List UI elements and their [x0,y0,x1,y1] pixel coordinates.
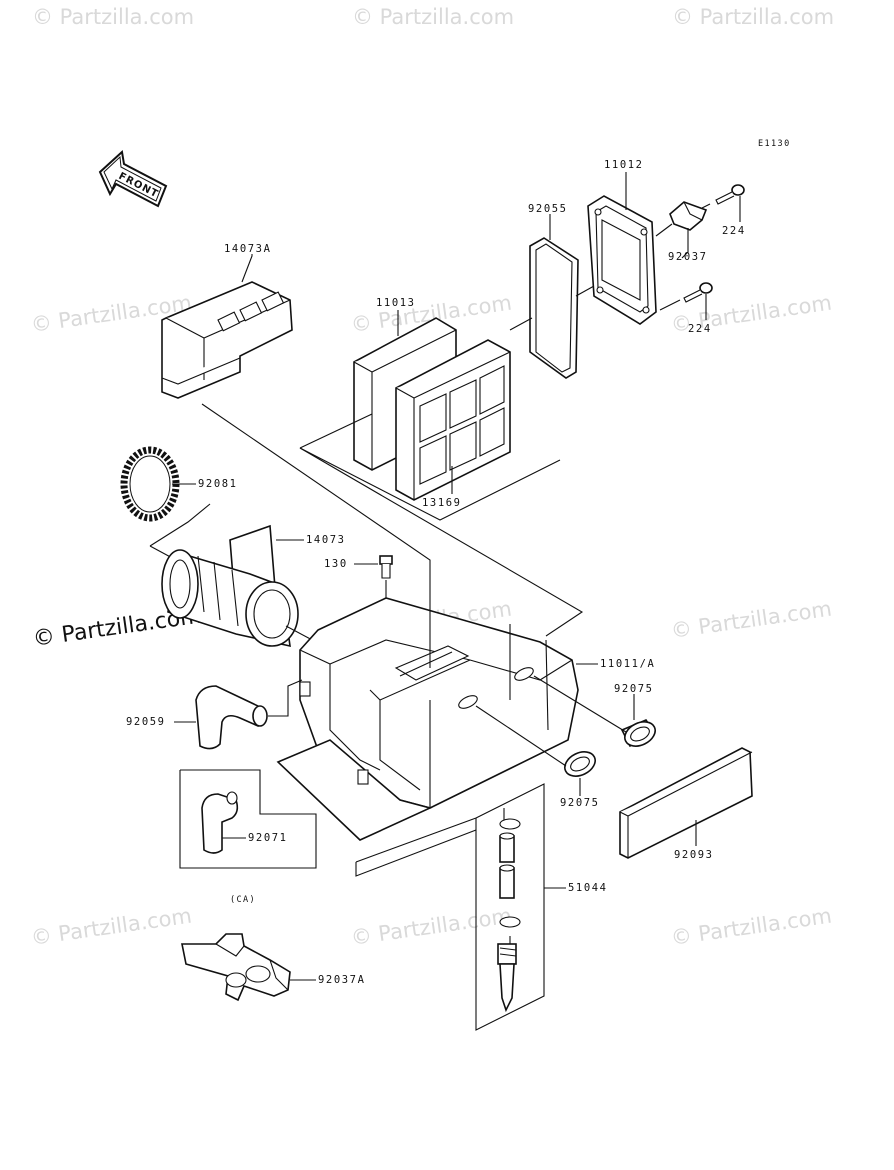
part-label-92075-right: 92075 [614,683,654,695]
part-label-ca: (CA) [230,895,256,905]
part-label-14073: 14073 [306,534,346,546]
screw-224-lower [683,282,713,303]
watermark: © Partzilla.com [32,5,194,29]
part-label-224-upper: 224 [722,225,746,237]
part-label-11012: 11012 [604,159,644,171]
watermark: © Partzilla.com [672,5,834,29]
part-label-13169: 13169 [422,497,462,509]
plate-92093 [619,747,753,859]
part-label-130: 130 [324,558,348,570]
bolt-130 [379,555,393,579]
cover-11012 [587,195,657,325]
gasket-92055 [529,237,579,379]
intake-duct-14073 [161,524,299,648]
part-label-92071: 92071 [248,832,288,844]
duct-14073a [161,281,293,399]
part-label-92037a: 92037A [318,974,366,986]
elbow-92071 [201,791,239,854]
front-arrow-icon: FRONT [98,150,168,208]
filter-frame-13169 [395,339,511,501]
air-box-housing-11011a [276,597,579,841]
watermark: © Partzilla.com [29,904,193,950]
grommet-92075-left [564,751,596,777]
watermark: © Partzilla.com [349,904,513,950]
watermark: © Partzilla.com [669,904,833,950]
part-label-92093: 92093 [674,849,714,861]
clamp-92081 [120,446,180,522]
part-label-92055: 92055 [528,203,568,215]
grommet-92075-right [620,719,656,748]
part-label-11011a: 11011/A [600,658,655,670]
screw-224-upper [715,184,745,205]
clamp-92037a [181,933,291,1002]
part-label-92075-left: 92075 [560,797,600,809]
part-label-224-lower: 224 [688,323,712,335]
watermark: © Partzilla.com [352,5,514,29]
hose-92059 [195,685,268,750]
part-label-11013: 11013 [376,297,416,309]
part-label-92081: 92081 [198,478,238,490]
diagram-code: E1130 [758,139,791,149]
part-label-51044: 51044 [568,882,608,894]
part-label-14073a: 14073A [224,243,272,255]
watermark: © Partzilla.com [669,597,833,643]
part-label-92037: 92037 [668,251,708,263]
drain-assembly-51044 [497,808,521,1013]
part-label-92059: 92059 [126,716,166,728]
clip-92037 [669,201,708,231]
